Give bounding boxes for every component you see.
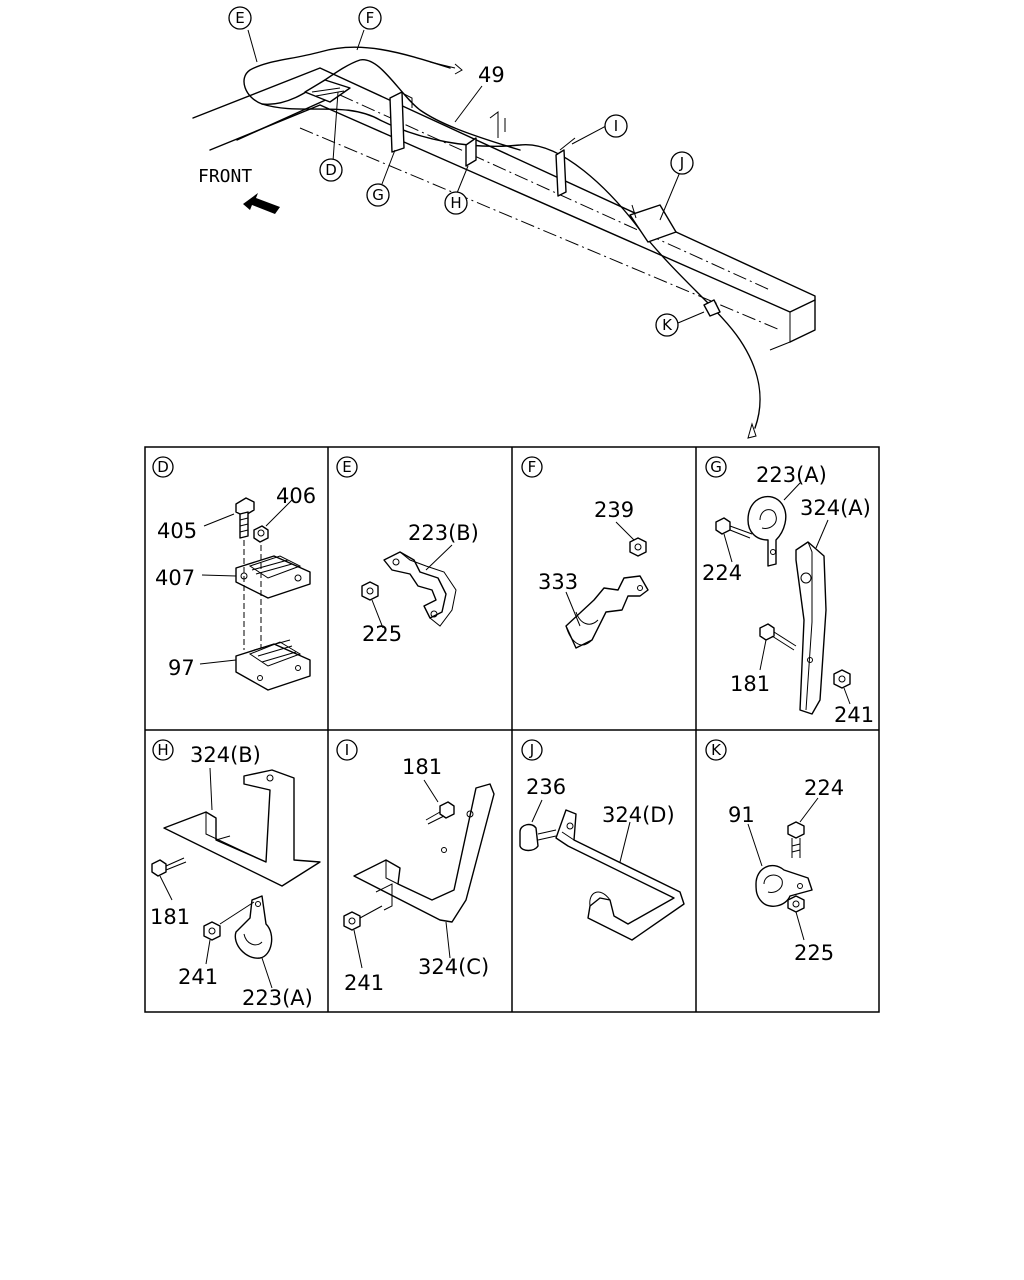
front-arrow-icon [243, 193, 280, 214]
part-333: 333 [538, 570, 578, 594]
part-241-h: 241 [178, 965, 218, 989]
part-181-h: 181 [150, 905, 190, 929]
callout-i: I [604, 114, 628, 138]
panel-d-id: D [157, 458, 169, 476]
callout-h: H [444, 191, 468, 215]
panel-f-id: F [528, 458, 537, 476]
part-324b: 324(B) [190, 743, 261, 767]
part-239: 239 [594, 498, 634, 522]
part-181-g: 181 [730, 672, 770, 696]
callout-e: E [228, 6, 252, 30]
panel-e: E 223(B) 225 [336, 456, 479, 646]
panel-h: H 324(B) 181 241 223(A) [150, 739, 321, 1010]
svg-text:G: G [372, 186, 384, 204]
callout-k: K [655, 313, 679, 337]
part-405: 405 [157, 519, 197, 543]
panel-i-id: I [345, 741, 349, 759]
panel-k-id: K [711, 741, 722, 759]
callout-f: F [358, 6, 382, 30]
svg-text:I: I [614, 117, 618, 135]
svg-text:D: D [325, 161, 337, 179]
part-224-k: 224 [804, 776, 844, 800]
panel-i: I 181 241 324(C) [336, 739, 495, 995]
callout-d: D [319, 158, 343, 182]
part-324d: 324(D) [602, 803, 675, 827]
callout-j: J [670, 151, 694, 175]
part-324a: 324(A) [800, 496, 871, 520]
panel-j-id: J [529, 741, 534, 759]
svg-text:J: J [679, 154, 684, 172]
part-181-i: 181 [402, 755, 442, 779]
svg-text:H: H [450, 194, 461, 212]
panel-h-id: H [157, 741, 168, 759]
part-224-g: 224 [702, 561, 742, 585]
panel-f: F 239 333 [521, 456, 649, 649]
part-91: 91 [728, 803, 755, 827]
callout-g: G [366, 183, 390, 207]
part-407: 407 [155, 566, 195, 590]
panel-g-id: G [710, 458, 722, 476]
part-406: 406 [276, 484, 316, 508]
panel-d: D 405 406 407 97 [152, 456, 316, 691]
overview-drawing [192, 29, 816, 439]
panel-e-id: E [342, 458, 351, 476]
detail-grid [144, 446, 880, 1013]
part-241-g: 241 [834, 703, 874, 727]
cable-part-label: 49 [478, 63, 505, 87]
part-97: 97 [168, 656, 195, 680]
panel-j: J 236 324(D) [519, 739, 685, 941]
svg-text:K: K [662, 316, 673, 334]
panel-k: K 224 91 225 [705, 739, 844, 965]
part-225: 225 [362, 622, 402, 646]
panel-g: G 223(A) 324(A) 224 181 241 [702, 456, 874, 727]
part-236: 236 [526, 775, 566, 799]
part-223a-h: 223(A) [242, 986, 313, 1010]
part-225-k: 225 [794, 941, 834, 965]
part-241-i: 241 [344, 971, 384, 995]
part-223b: 223(B) [408, 521, 479, 545]
svg-text:F: F [366, 9, 375, 27]
part-223a-g: 223(A) [756, 463, 827, 487]
svg-text:E: E [235, 9, 244, 27]
front-label: FRONT [198, 166, 252, 187]
part-324c: 324(C) [418, 955, 489, 979]
